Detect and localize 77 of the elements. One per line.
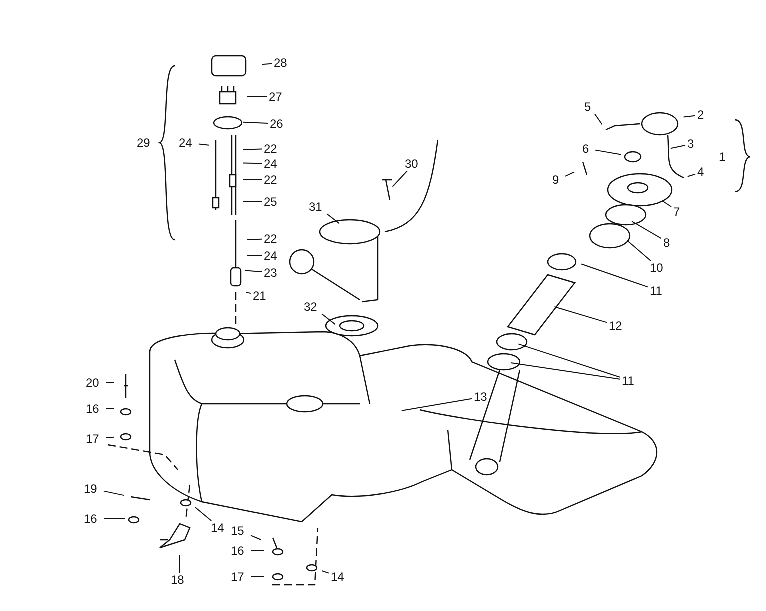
callout-number: 6 bbox=[580, 142, 592, 156]
callout-number: 16 bbox=[84, 402, 102, 416]
leader-line bbox=[626, 240, 652, 262]
leader-line bbox=[104, 490, 125, 496]
callout-number: 4 bbox=[696, 165, 706, 179]
callout-number: 17 bbox=[84, 432, 102, 446]
callout-number: 17 bbox=[229, 570, 246, 584]
leader-line bbox=[554, 306, 608, 324]
callout-number: 1 bbox=[719, 150, 726, 164]
leader-line bbox=[594, 114, 603, 126]
leader-line bbox=[662, 200, 672, 208]
leader-line bbox=[246, 292, 252, 294]
leader-line bbox=[683, 115, 696, 118]
callout-number: 27 bbox=[267, 90, 284, 104]
leader-line bbox=[194, 506, 212, 522]
callout-number: 23 bbox=[262, 266, 280, 280]
callout-number: 18 bbox=[169, 573, 186, 587]
callout-number: 24 bbox=[262, 249, 280, 263]
callout-number: 13 bbox=[472, 390, 490, 404]
leader-line bbox=[250, 535, 262, 540]
callout-number: 12 bbox=[607, 319, 624, 333]
leader-line bbox=[242, 122, 268, 124]
callout-number: 9 bbox=[550, 173, 562, 187]
callout-number: 16 bbox=[229, 544, 246, 558]
leader-line bbox=[106, 408, 114, 410]
callout-number: 20 bbox=[84, 376, 102, 390]
leader-line bbox=[246, 238, 262, 240]
callout-number: 25 bbox=[262, 195, 280, 209]
leader-line bbox=[250, 576, 265, 578]
leader-line bbox=[104, 518, 126, 520]
callout-number: 31 bbox=[307, 200, 324, 214]
leader-line bbox=[198, 144, 210, 146]
leader-line bbox=[518, 344, 620, 378]
leader-line bbox=[106, 382, 114, 384]
leader-line bbox=[670, 145, 686, 150]
callout-number: 32 bbox=[302, 300, 320, 314]
leader-line bbox=[242, 148, 262, 150]
leader-line bbox=[326, 214, 340, 224]
leader-line bbox=[401, 398, 472, 412]
leader-line bbox=[392, 170, 408, 188]
callout-number: 2 bbox=[696, 108, 706, 122]
callout-number: 14 bbox=[209, 521, 226, 535]
leader-line bbox=[581, 264, 648, 288]
callout-number: 11 bbox=[620, 374, 636, 388]
leader-line bbox=[321, 314, 336, 326]
callout-number: 11 bbox=[648, 284, 664, 298]
leader-line bbox=[244, 270, 262, 273]
leader-line bbox=[246, 96, 268, 98]
leader-line bbox=[595, 150, 622, 156]
leader-line bbox=[106, 436, 114, 439]
callout-number: 21 bbox=[251, 289, 268, 303]
callout-number: 28 bbox=[272, 56, 290, 70]
callout-number: 22 bbox=[262, 173, 280, 187]
callout-number: 14 bbox=[329, 570, 346, 584]
callout-number: 3 bbox=[686, 137, 696, 151]
leader-line bbox=[632, 221, 662, 240]
callout-number: 24 bbox=[177, 136, 194, 150]
leader-line bbox=[565, 172, 575, 177]
callout-number: 30 bbox=[403, 157, 420, 171]
callout-number: 10 bbox=[648, 261, 666, 275]
callout-number: 5 bbox=[582, 100, 594, 114]
callout-number: 26 bbox=[268, 117, 286, 131]
callout-number: 8 bbox=[662, 236, 672, 250]
callout-number: 7 bbox=[672, 205, 682, 219]
callout-number: 15 bbox=[229, 524, 246, 538]
callout-number: 19 bbox=[82, 482, 100, 496]
callout-number: 16 bbox=[82, 512, 100, 526]
leader-line bbox=[510, 362, 620, 380]
leader-line bbox=[250, 550, 265, 552]
callout-number: 24 bbox=[262, 157, 280, 171]
leader-line bbox=[242, 162, 262, 164]
callout-number: 22 bbox=[262, 232, 280, 246]
leader-line bbox=[262, 63, 272, 66]
callout-number: 29 bbox=[137, 136, 150, 150]
leader-line bbox=[687, 174, 696, 178]
leader-line bbox=[322, 570, 330, 574]
callout-number: 22 bbox=[262, 142, 280, 156]
